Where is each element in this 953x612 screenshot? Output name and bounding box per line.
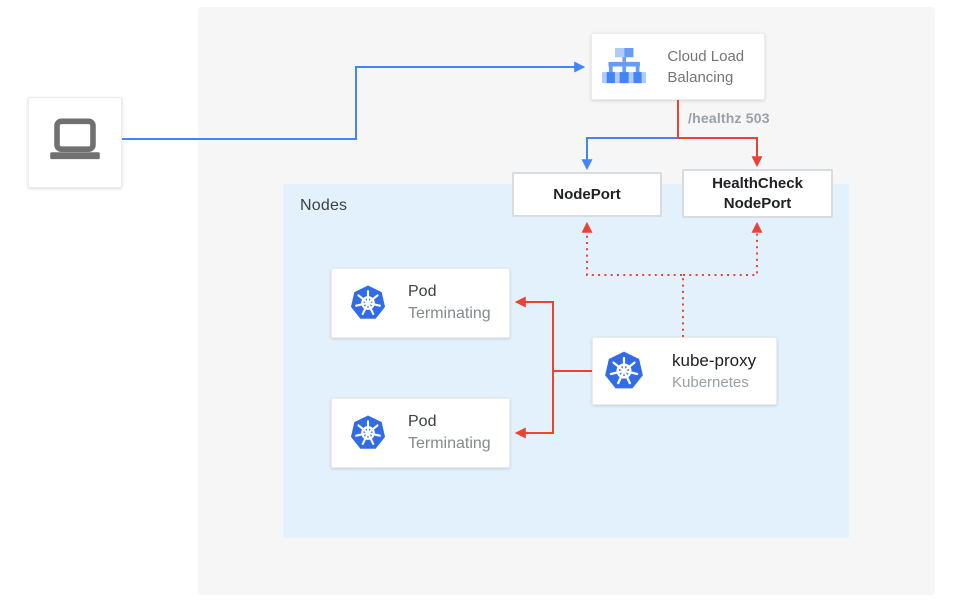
kube-proxy-node: kube-proxy Kubernetes [592, 337, 777, 405]
nodes-group-label: Nodes [300, 197, 348, 214]
client-device-node [28, 97, 122, 188]
pod-text: Pod Terminating [408, 281, 491, 325]
pod-title: Pod [408, 413, 437, 430]
pod-text: Pod Terminating [408, 411, 491, 455]
kube-proxy-text: kube-proxy Kubernetes [672, 349, 756, 393]
pod-status: Terminating [408, 435, 491, 452]
healthcheck-nodeport-node: HealthCheck NodePort [682, 169, 833, 218]
cloud-load-balancing-label: Cloud Load Balancing [667, 47, 745, 86]
pod-title: Pod [408, 283, 437, 300]
kubernetes-icon [603, 350, 645, 392]
kube-proxy-subtitle: Kubernetes [672, 374, 749, 391]
laptop-icon [44, 112, 106, 174]
kube-proxy-title: kube-proxy [672, 351, 757, 370]
cloud-load-balancing-icon [602, 47, 646, 86]
pod-node-1: Pod Terminating [331, 268, 510, 338]
kubernetes-icon [349, 414, 387, 452]
nodeport-node: NodePort [512, 172, 662, 217]
kubernetes-icon [349, 284, 387, 322]
cloud-load-balancing-node: Cloud Load Balancing [591, 33, 765, 100]
pod-status: Terminating [408, 305, 491, 322]
pod-node-2: Pod Terminating [331, 398, 510, 468]
healthz-status-label: /healthz 503 [688, 110, 770, 126]
